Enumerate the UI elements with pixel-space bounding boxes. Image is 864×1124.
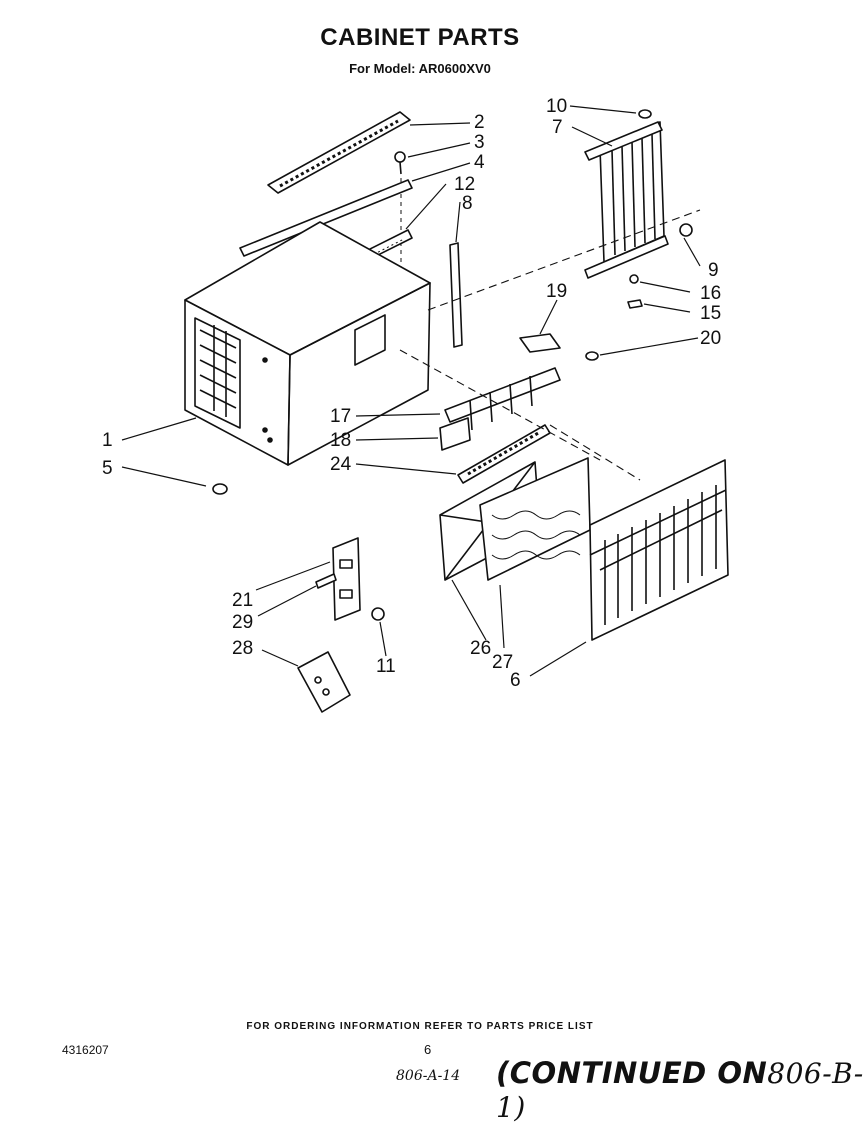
- part-19-bracket: [519, 333, 561, 353]
- callout-19: 19: [546, 281, 567, 302]
- callout-17: 17: [330, 406, 351, 427]
- leader-lines: [121, 105, 701, 677]
- callout-labels: 1 2 3 5 4 6 7 8 9 10 11 12 15 16 17 18 1…: [102, 96, 721, 691]
- part-6-front-grille: [589, 459, 729, 641]
- part-20-clip: [585, 351, 599, 361]
- part-11-screw: [371, 607, 385, 621]
- ordering-note: FOR ORDERING INFORMATION REFER TO PARTS …: [246, 1021, 594, 1032]
- callout-15: 15: [700, 303, 721, 324]
- part-18-housing: [439, 417, 471, 451]
- callout-5: 5: [102, 458, 113, 479]
- callout-18: 18: [330, 430, 351, 451]
- part-2-rail: [267, 111, 411, 194]
- part-27-filter: [479, 457, 591, 581]
- callout-26: 26: [470, 638, 491, 659]
- exploded-parts-diagram: 1 2 3 5 4 6 7 8 9 10 11 12 15 16 17 18 1…: [102, 96, 729, 713]
- callout-6: 6: [510, 670, 521, 691]
- part-28-hardware-bag: [297, 651, 351, 713]
- part-21-control-panel: [332, 537, 361, 621]
- callout-11: 11: [376, 656, 396, 677]
- callout-1: 1: [102, 430, 113, 451]
- part-5-screw: [212, 483, 228, 495]
- part-17-deflector: [444, 367, 561, 431]
- callout-2: 2: [474, 112, 485, 133]
- part-7-rear-frame: [584, 121, 669, 279]
- callout-29: 29: [232, 612, 253, 633]
- continued-note: (CONTINUED ON806-B-1): [496, 1056, 864, 1124]
- part-3-screw: [394, 151, 406, 270]
- part-10-screw: [638, 109, 652, 119]
- callout-21: 21: [232, 590, 253, 611]
- handwritten-reference: 806-A-14: [396, 1068, 461, 1084]
- callout-27: 27: [492, 652, 513, 673]
- assembly-lines: [399, 209, 701, 481]
- callout-20: 20: [700, 328, 721, 349]
- callout-3: 3: [474, 132, 485, 153]
- callout-8: 8: [462, 193, 473, 214]
- callout-9: 9: [708, 260, 719, 281]
- callout-28: 28: [232, 638, 253, 659]
- part-8-bracket: [449, 242, 463, 348]
- page-title: CABINET PARTS: [320, 24, 520, 51]
- callout-12: 12: [454, 174, 475, 195]
- continued-label: (CONTINUED ON: [496, 1056, 768, 1090]
- callout-10: 10: [546, 96, 567, 117]
- callout-24: 24: [330, 454, 352, 475]
- callout-4: 4: [474, 152, 485, 173]
- model-subtitle: For Model: AR0600XV0: [349, 61, 491, 76]
- part-4-channel: [239, 179, 413, 257]
- callout-16: 16: [700, 283, 721, 304]
- document-number: 4316207: [62, 1043, 109, 1057]
- callout-7: 7: [552, 117, 563, 138]
- part-16-screw: [629, 274, 639, 284]
- page-number: 6: [424, 1042, 432, 1057]
- part-9-screw: [679, 223, 693, 237]
- part-1-cabinet: [184, 221, 431, 466]
- part-29-knob: [315, 573, 337, 589]
- part-15-clip: [627, 299, 643, 309]
